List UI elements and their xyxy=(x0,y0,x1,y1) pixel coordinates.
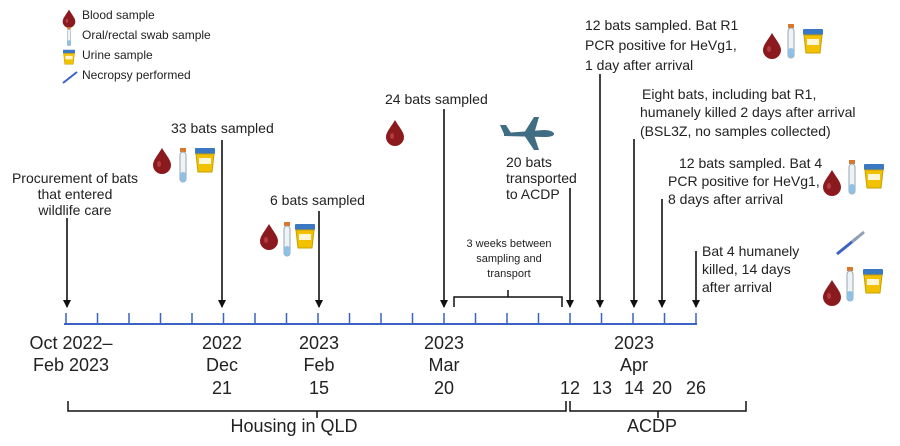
apr26-icons xyxy=(823,230,884,306)
svg-text:to ACDP: to ACDP xyxy=(506,186,560,202)
svg-text:wildlife care: wildlife care xyxy=(37,202,111,218)
mar20-icons xyxy=(386,120,404,146)
svg-text:PCR positive for HeVg1,: PCR positive for HeVg1, xyxy=(585,37,737,53)
svg-text:Mar: Mar xyxy=(429,355,460,375)
qld-bracket xyxy=(67,401,567,418)
swab-tube-icon xyxy=(283,221,291,257)
apr20-label: 12 bats sampled. Bat 4 PCR positive for … xyxy=(668,155,822,207)
legend-swab-label: Oral/rectal swab sample xyxy=(82,28,211,42)
blood-drop-icon xyxy=(260,224,278,250)
date-label-feb15: 2023 Feb 15 xyxy=(299,333,339,398)
date-label-apr-days: 12 13 14 20 26 xyxy=(560,378,706,398)
acdp-bracket xyxy=(569,401,747,418)
svg-text:Apr: Apr xyxy=(620,355,648,375)
svg-text:26: 26 xyxy=(686,378,706,398)
apr13-icons xyxy=(763,23,824,59)
svg-text:Bat 4 humanely: Bat 4 humanely xyxy=(702,243,799,259)
blood-drop-icon xyxy=(62,9,76,28)
svg-text:PCR positive for HeVg1,: PCR positive for HeVg1, xyxy=(668,173,820,189)
gap-bracket xyxy=(453,290,563,307)
svg-text:Dec: Dec xyxy=(206,355,238,375)
urine-cup-icon xyxy=(194,147,216,173)
svg-text:(BSL3Z, no samples collected): (BSL3Z, no samples collected) xyxy=(640,123,831,139)
procurement-label: Procurement of bats that entered wildlif… xyxy=(12,170,138,218)
plane-icon xyxy=(500,117,554,150)
urine-cup-icon xyxy=(294,223,316,249)
urine-cup-icon xyxy=(62,49,76,65)
swab-tube-icon xyxy=(67,26,71,47)
blood-drop-icon xyxy=(823,280,841,306)
svg-text:3 weeks between: 3 weeks between xyxy=(467,238,552,250)
feb15-icons xyxy=(260,221,316,257)
svg-text:killed, 14 days: killed, 14 days xyxy=(702,261,791,277)
svg-text:Procurement of bats: Procurement of bats xyxy=(12,170,138,186)
svg-text:20: 20 xyxy=(652,378,672,398)
apr26-label: Bat 4 humanely killed, 14 days after arr… xyxy=(702,243,799,295)
swab-tube-icon xyxy=(787,23,795,59)
svg-text:Oct 2022–: Oct 2022– xyxy=(29,333,112,353)
svg-text:12 bats sampled. Bat 4: 12 bats sampled. Bat 4 xyxy=(679,155,822,171)
legend: Blood sample Oral/rectal swab sample Uri… xyxy=(62,8,211,84)
event-arrows xyxy=(63,74,700,308)
feb15-label: 6 bats sampled xyxy=(270,192,365,208)
apr13-label: 12 bats sampled. Bat R1 PCR positive for… xyxy=(585,17,739,73)
mar20-label: 24 bats sampled xyxy=(385,91,488,107)
svg-text:that entered: that entered xyxy=(38,186,113,202)
swab-tube-icon xyxy=(846,266,854,302)
svg-text:13: 13 xyxy=(592,378,612,398)
blood-drop-icon xyxy=(386,120,404,146)
apr14-label: Eight bats, including bat R1, humanely k… xyxy=(640,86,856,139)
svg-text:transport: transport xyxy=(487,268,530,280)
acdp-bracket-label: ACDP xyxy=(627,416,677,436)
legend-blood-label: Blood sample xyxy=(82,8,155,22)
legend-urine-label: Urine sample xyxy=(82,48,153,62)
dec21-label: 33 bats sampled xyxy=(171,120,274,136)
svg-text:12 bats sampled. Bat R1: 12 bats sampled. Bat R1 xyxy=(585,17,739,33)
urine-cup-icon xyxy=(863,163,885,189)
transport-label: 20 bats transported to ACDP xyxy=(506,154,577,202)
svg-text:humanely killed 2 days after a: humanely killed 2 days after arrival xyxy=(640,104,856,120)
urine-cup-icon xyxy=(862,268,884,294)
svg-text:2023: 2023 xyxy=(424,333,464,353)
svg-text:after arrival: after arrival xyxy=(702,279,772,295)
svg-text:12: 12 xyxy=(560,378,580,398)
date-label-oct-feb: Oct 2022– Feb 2023 xyxy=(29,333,112,375)
scalpel-icon xyxy=(62,71,78,84)
legend-necropsy-label: Necropsy performed xyxy=(82,68,191,82)
svg-text:Eight bats, including bat R1,: Eight bats, including bat R1, xyxy=(642,86,816,102)
svg-text:Feb: Feb xyxy=(303,355,334,375)
svg-text:transported: transported xyxy=(506,170,577,186)
swab-tube-icon xyxy=(179,147,187,183)
timeline-ticks xyxy=(65,313,697,324)
timeline-axis xyxy=(64,313,697,325)
svg-text:Feb 2023: Feb 2023 xyxy=(33,355,109,375)
svg-text:2023: 2023 xyxy=(299,333,339,353)
svg-text:20: 20 xyxy=(434,378,454,398)
blood-drop-icon xyxy=(153,148,171,174)
date-label-dec21: 2022 Dec 21 xyxy=(202,333,242,398)
swab-tube-icon xyxy=(848,159,856,195)
date-label-apr: 2023 Apr xyxy=(614,333,654,375)
svg-text:1 day after arrival: 1 day after arrival xyxy=(585,57,693,73)
blood-drop-icon xyxy=(763,33,781,59)
gap-label: 3 weeks between sampling and transport xyxy=(467,238,552,280)
apr20-icons xyxy=(823,159,885,196)
svg-text:14: 14 xyxy=(624,378,644,398)
urine-cup-icon xyxy=(802,28,824,54)
svg-text:20 bats: 20 bats xyxy=(506,154,552,170)
svg-text:15: 15 xyxy=(309,378,329,398)
qld-bracket-label: Housing in QLD xyxy=(230,416,357,436)
blood-drop-icon xyxy=(823,170,841,196)
date-label-mar20: 2023 Mar 20 xyxy=(424,333,464,398)
svg-text:sampling and: sampling and xyxy=(476,253,541,265)
dec21-icons xyxy=(153,147,216,183)
svg-text:2023: 2023 xyxy=(614,333,654,353)
svg-text:21: 21 xyxy=(212,378,232,398)
svg-text:2022: 2022 xyxy=(202,333,242,353)
svg-text:8 days after arrival: 8 days after arrival xyxy=(668,191,783,207)
